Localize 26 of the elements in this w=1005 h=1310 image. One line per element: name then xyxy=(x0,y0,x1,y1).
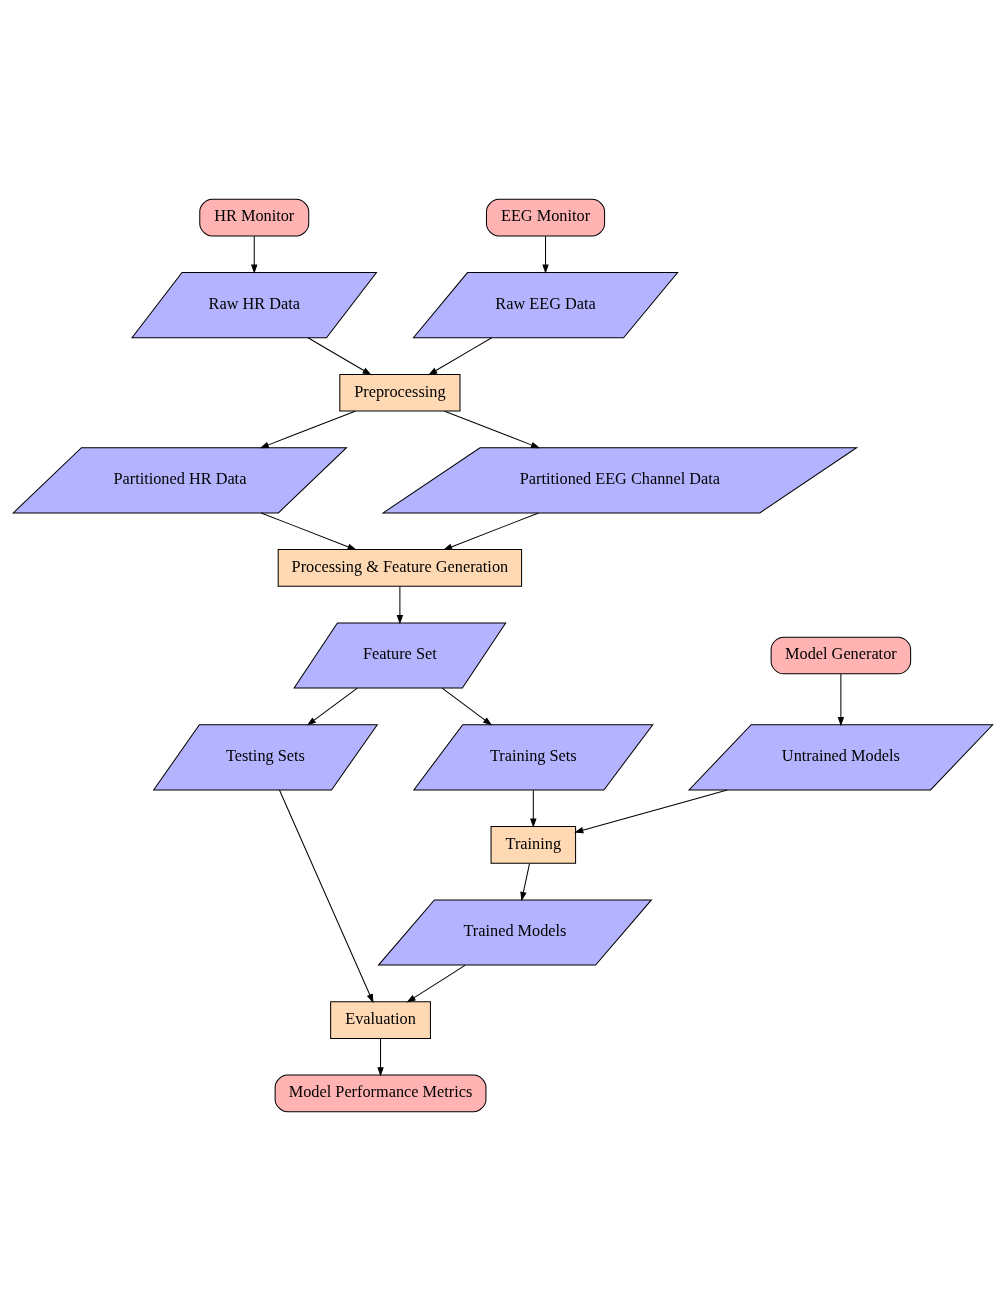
arrow xyxy=(541,235,549,274)
arrow xyxy=(441,687,492,726)
node-box: Preprocessing xyxy=(338,373,460,412)
arrow xyxy=(427,336,492,375)
node-box: Evaluation xyxy=(329,1000,431,1039)
arrow xyxy=(442,511,539,550)
node-box: Model Generator xyxy=(770,636,911,674)
node-box: Training xyxy=(490,825,576,864)
arrow xyxy=(259,410,356,448)
arrow xyxy=(376,1037,384,1077)
node-box: Processing & Feature Generation xyxy=(277,548,522,587)
arrow xyxy=(573,788,728,833)
arrow xyxy=(278,789,373,1003)
arrow xyxy=(396,585,403,624)
arrow xyxy=(406,964,466,1003)
arrow xyxy=(529,789,536,828)
arrow xyxy=(260,511,357,550)
arrow xyxy=(306,687,358,726)
arrow xyxy=(307,336,372,375)
node-box: HR Monitor xyxy=(198,198,309,236)
node-box: EEG Monitor xyxy=(485,198,605,236)
node-box: Model Performance Metrics xyxy=(274,1074,486,1112)
arrow xyxy=(443,410,540,448)
arrow xyxy=(519,862,530,901)
arrow xyxy=(250,235,257,274)
arrow xyxy=(837,672,844,726)
